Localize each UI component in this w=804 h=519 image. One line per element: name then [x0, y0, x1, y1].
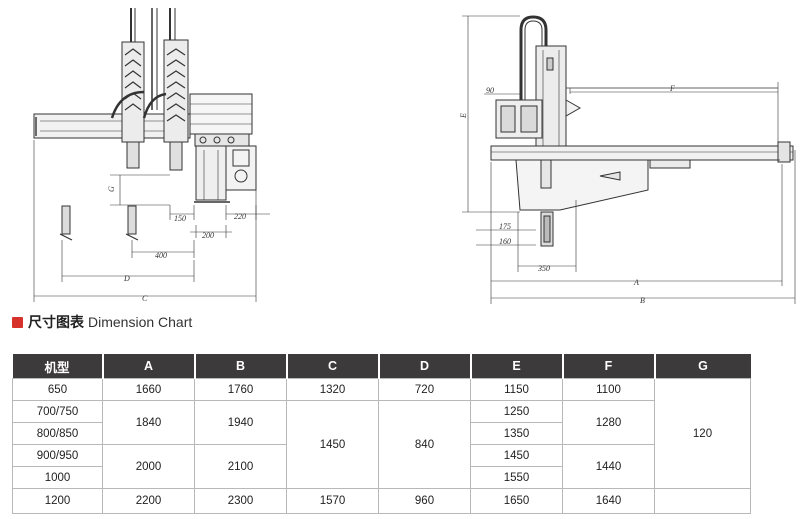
table-row: 1200 2200 2300 1570 960 1650 1640 [12, 488, 751, 514]
table-row: 900/950 2000 2100 1450 1440 [12, 444, 751, 489]
col-header-F: F [562, 354, 656, 379]
front-base-column [195, 145, 227, 201]
cell-A: 1660 [102, 378, 195, 401]
front-dimension-labels: G 150 220 200 400 D C [107, 186, 246, 303]
front-view [33, 8, 270, 302]
dim-label-E: E [459, 113, 468, 119]
section-title-en: Dimension Chart [88, 314, 193, 330]
dim-label-A: A [633, 278, 639, 287]
cell-F: 1640 [562, 488, 655, 514]
table-header-row: 机型 A B C D E F G [12, 354, 751, 379]
table-row: 700/750 1840 1940 1450 840 1250 1280 [12, 400, 751, 489]
side-dimension-labels: 90 E F 175 160 350 A B [459, 84, 675, 305]
side-traverse-beam [490, 145, 794, 161]
front-gripper-right [127, 205, 137, 235]
cell-C: 1450 [286, 400, 379, 489]
side-column [540, 159, 552, 189]
dim-label-B: B [640, 296, 645, 305]
cell-C: 1320 [286, 378, 379, 401]
cell-model: 900/950 [12, 444, 103, 467]
cell-G [654, 488, 751, 514]
cell-F: 1440 [562, 444, 655, 489]
dim-label-90: 90 [486, 86, 494, 95]
cell-model: 700/750 [12, 400, 103, 423]
cell-E: 1450 [470, 444, 563, 467]
dim-label-F: F [669, 84, 675, 93]
col-header-G: G [654, 354, 751, 379]
cell-C: 1570 [286, 488, 379, 514]
side-view [462, 15, 796, 304]
front-gripper-left [61, 205, 71, 235]
col-header-E: E [470, 354, 564, 379]
dimension-table: 机型 A B C D E F G 650 1660 1760 1320 720 … [12, 354, 751, 514]
cell-A: 2000 [102, 444, 195, 489]
cell-F: 1100 [562, 378, 655, 401]
cell-B: 1940 [194, 400, 287, 445]
cell-A: 1840 [102, 400, 195, 445]
cell-G: 120 [654, 378, 751, 489]
cell-E: 1650 [470, 488, 563, 514]
cell-B: 2300 [194, 488, 287, 514]
cell-E: 1150 [470, 378, 563, 401]
dim-label-C: C [142, 294, 148, 303]
cell-B: 2100 [194, 444, 287, 489]
col-header-model: 机型 [12, 354, 104, 379]
cell-E: 1250 [470, 400, 563, 423]
cell-D: 960 [378, 488, 471, 514]
side-base-body [515, 159, 649, 211]
cell-model: 800/850 [12, 422, 103, 445]
cell-D: 840 [378, 400, 471, 489]
cell-E: 1550 [470, 466, 563, 489]
section-heading: 尺寸图表 Dimension Chart [12, 312, 192, 332]
col-header-B: B [194, 354, 288, 379]
cell-model: 1200 [12, 488, 103, 514]
col-header-D: D [378, 354, 472, 379]
table-row: 650 1660 1760 1320 720 1150 1100 120 [12, 378, 751, 489]
technical-drawing: G 150 220 200 400 D C [33, 8, 796, 305]
cell-model: 650 [12, 378, 103, 401]
cell-D: 720 [378, 378, 471, 401]
side-cable-carrier [519, 15, 548, 108]
dim-label-200: 200 [202, 231, 214, 240]
table-row: 1000 1550 [12, 466, 751, 489]
cell-F: 1280 [562, 400, 655, 445]
cell-A: 2200 [102, 488, 195, 514]
col-header-C: C [286, 354, 380, 379]
dim-label-G: G [107, 186, 116, 192]
dim-label-D: D [123, 274, 130, 283]
dim-label-175: 175 [499, 222, 511, 231]
cell-model: 1000 [12, 466, 103, 489]
red-square-icon [12, 316, 23, 328]
dim-label-220: 220 [234, 212, 246, 221]
dim-label-160: 160 [499, 237, 511, 246]
dim-label-350: 350 [537, 264, 550, 273]
table-row: 800/850 1350 [12, 422, 751, 445]
section-title-cn: 尺寸图表 [28, 314, 84, 330]
cell-E: 1350 [470, 422, 563, 445]
cell-B: 1760 [194, 378, 287, 401]
front-cable-arc [110, 90, 167, 119]
col-header-A: A [102, 354, 196, 379]
dim-label-400: 400 [155, 251, 167, 260]
dim-label-150: 150 [174, 214, 186, 223]
